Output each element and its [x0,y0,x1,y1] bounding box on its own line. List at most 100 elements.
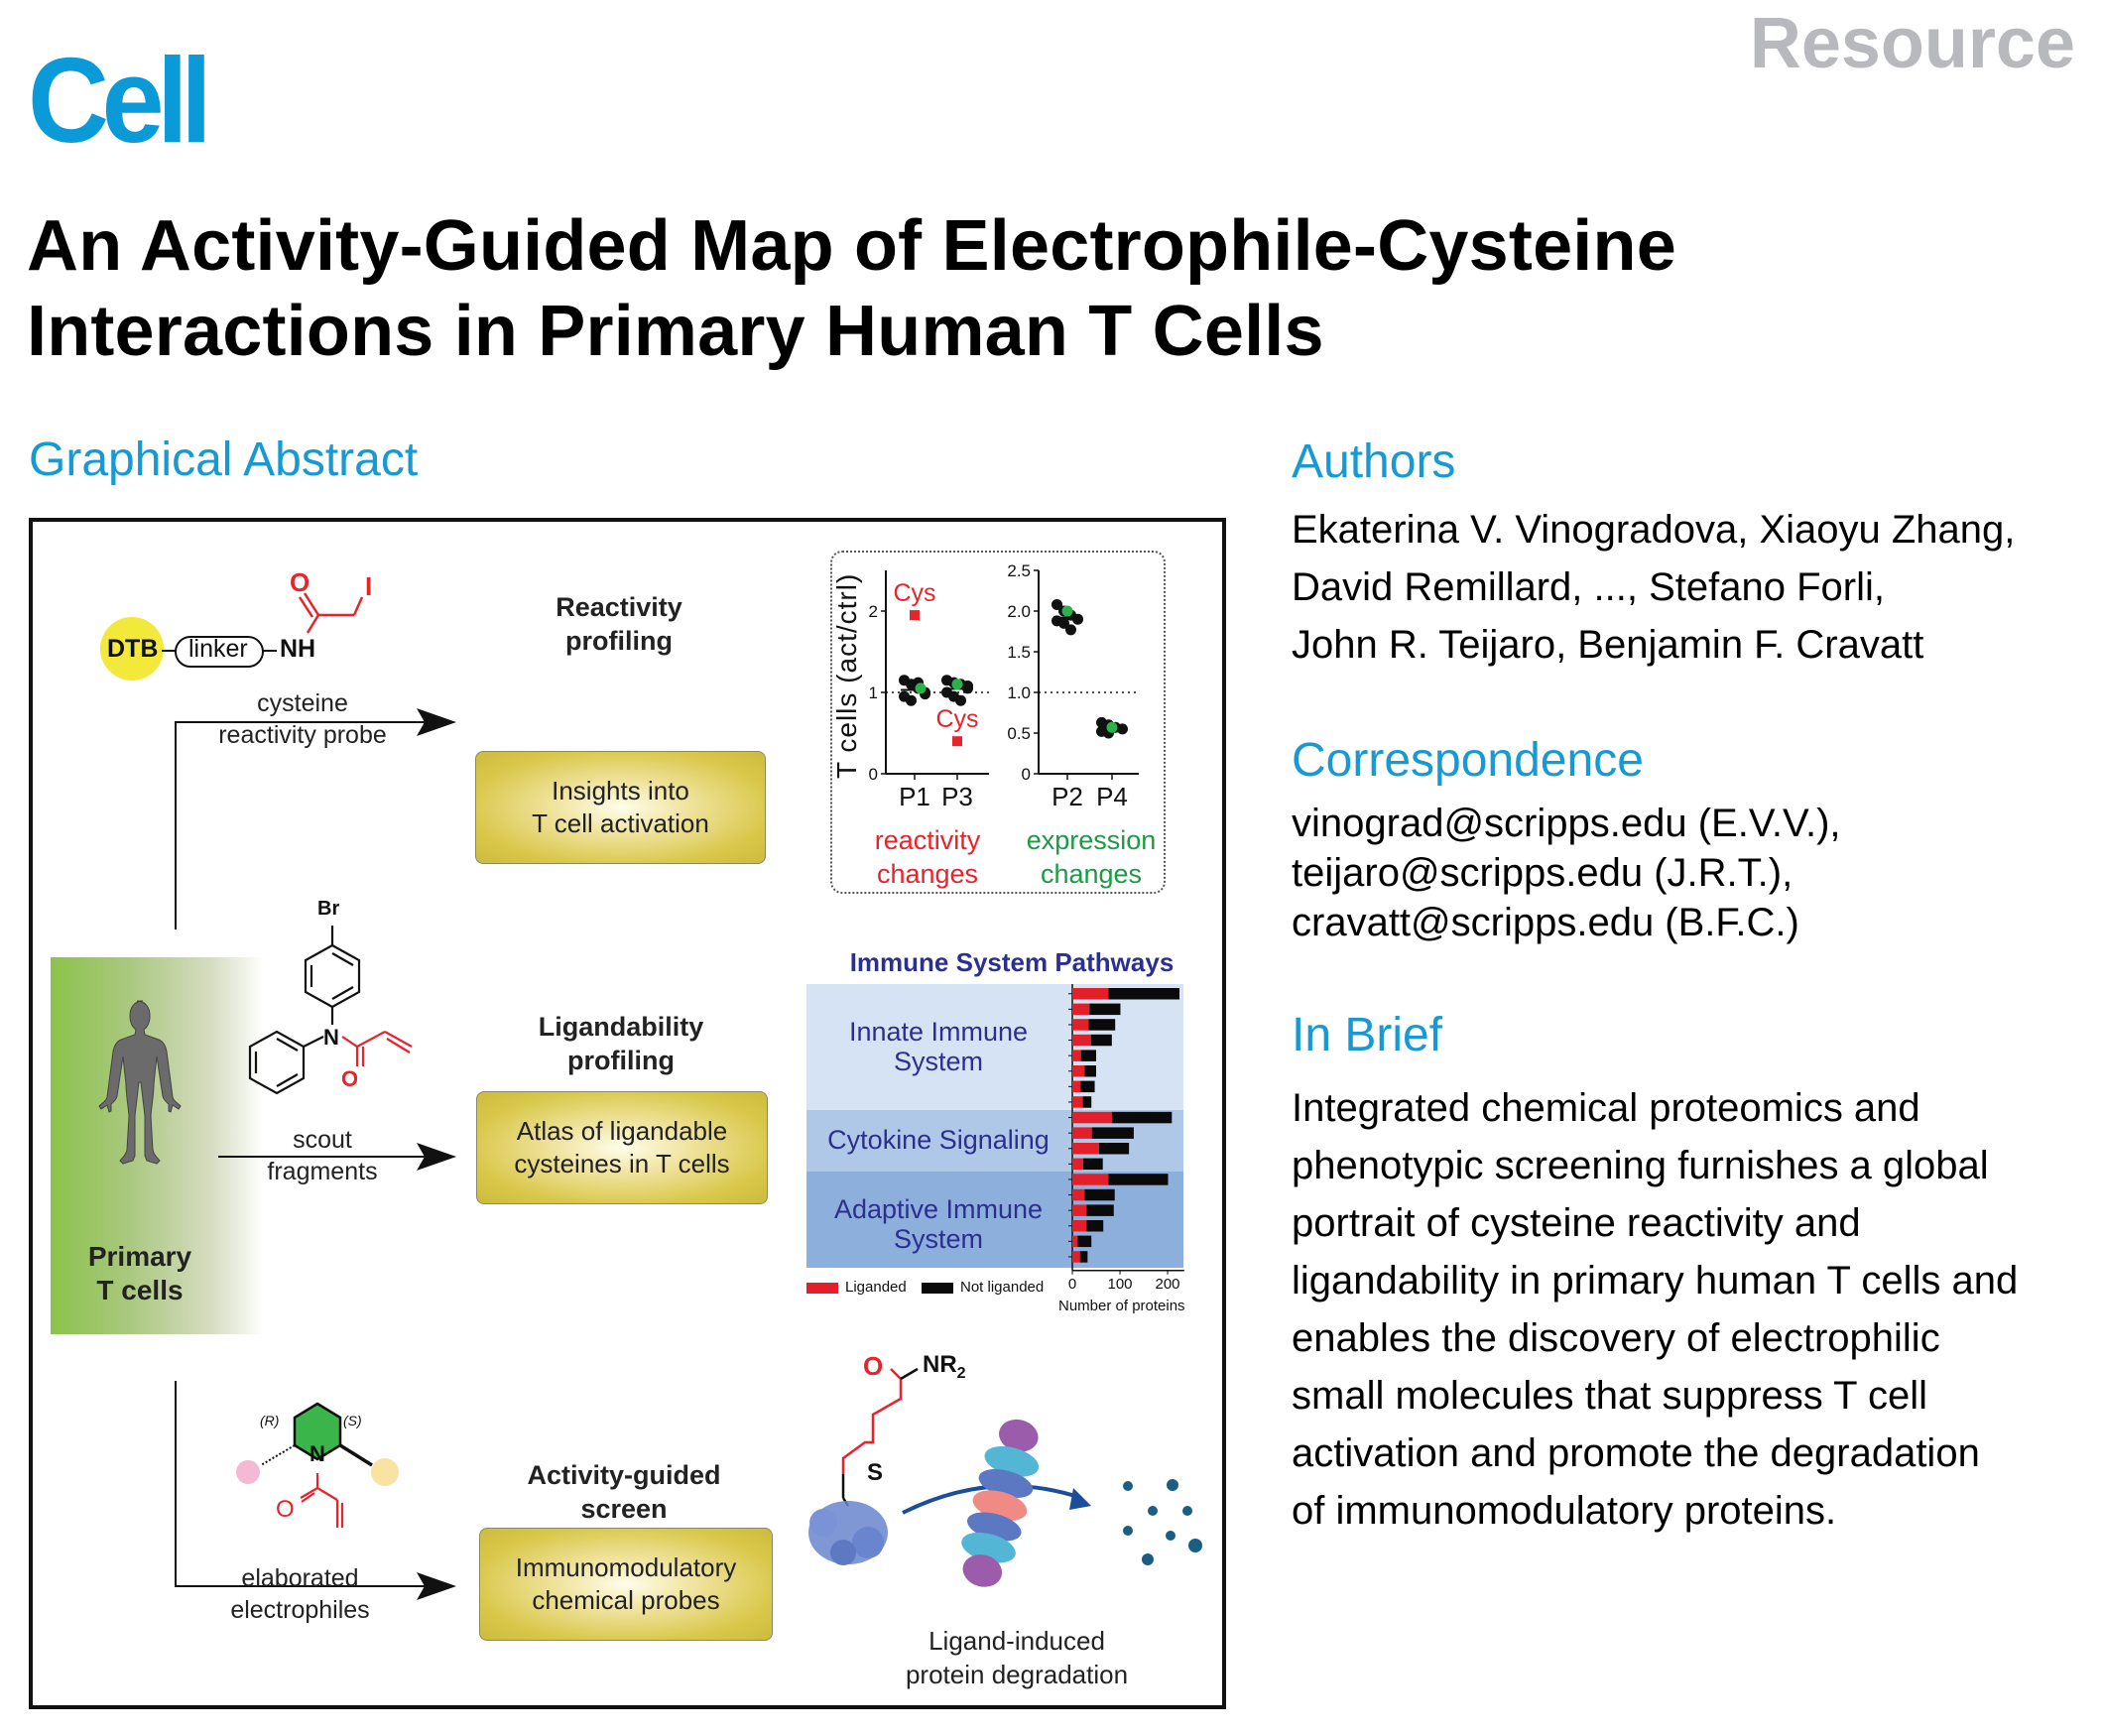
primary-label-line1: Primary [87,1241,192,1272]
outcome-box-row2: Atlas of ligandable cysteines in T cells [476,1091,768,1204]
bar-liganded [1072,1158,1084,1171]
nr-subscript: 2 [956,1364,966,1382]
legend-swatch-not-liganded [922,1283,953,1294]
outcome-row3-line1: Immunomodulatory [515,1552,737,1582]
expression-label-line2: changes [1040,859,1143,889]
authors-heading: Authors [1292,435,1456,488]
bar-not-liganded [1084,1065,1096,1077]
bar-not-liganded [1079,1251,1088,1263]
bar-not-liganded [1082,1096,1092,1108]
dtb-label: DTB [107,635,159,663]
bar-liganded [1072,1003,1090,1016]
x-tick-label: P3 [941,782,973,811]
iodo-label: I [365,571,373,601]
connector-line-row1 [175,721,433,723]
bar-not-liganded [1090,1034,1112,1047]
nh-label: NH [280,635,316,663]
highlight-point [1106,721,1118,733]
stage-row1-line2: profiling [565,626,673,656]
arrow-label-row2-line1: scout [293,1126,352,1154]
authors-line: Ekaterina V. Vinogradova, Xiaoyu Zhang, [1292,508,2016,552]
article-type-label: Resource [1749,4,2075,83]
arrow-label-row2-line2: fragments [267,1158,378,1185]
bar-not-liganded [1084,1188,1115,1201]
bar-liganded [1072,1220,1087,1232]
group-label-innate: Innate Immune System [808,1017,1068,1076]
scatter-panel-frame [830,551,1166,894]
outcome-row2-line1: Atlas of ligandable [516,1116,728,1146]
correspondence-heading: Correspondence [1292,734,1644,787]
bar-x-axis-label: Number of proteins [1058,1298,1185,1314]
dtb-circle [100,617,164,681]
arrow-label-row1-line1: cysteine [257,689,348,717]
bar-x-tick-label: 100 [1107,1276,1132,1290]
in-brief-line: Integrated chemical proteomics and [1292,1086,1920,1130]
outcome-row1-line2: T cell activation [532,808,709,838]
degradation-caption-line1: Ligand-induced [928,1626,1105,1656]
correspondence-list: vinograd@scripps.edu (E.V.V.), teijaro@s… [1292,799,2085,947]
bromo-label: Br [317,898,340,920]
y-tick-label: 0.5 [1007,724,1031,743]
adduct-nr2-label: NR2 [923,1351,966,1383]
degradation-caption: Ligand-induced protein degradation [873,1624,1161,1691]
innate-line2: System [893,1047,984,1076]
x-tick-label: P2 [1052,782,1083,811]
expression-label-line1: expression [1026,825,1157,855]
cys-label: Cys [935,705,978,733]
bar-liganded [1072,1143,1099,1155]
authors-line: David Remillard, ..., Stefano Forli, [1292,565,1885,609]
bar-liganded [1072,1034,1091,1047]
group-label-adaptive: Adaptive Immune System [808,1194,1068,1254]
in-brief-line: portrait of cysteine reactivity and [1292,1201,1861,1245]
stage-title-row3: Activity-guided screen [478,1458,770,1526]
graphical-abstract-figure [29,518,1226,1709]
connector-line-row3 [175,1585,433,1587]
bar-not-liganded [1080,1080,1095,1093]
adaptive-line2: System [893,1224,984,1254]
email-link[interactable]: cravatt@scripps.edu (B.F.C.) [1292,901,1799,944]
bar-liganded [1072,1065,1085,1077]
y-tick-label: 2.5 [1007,561,1031,580]
expression-changes-label: expression changes [1022,823,1161,891]
highlight-point [915,682,927,694]
peptide-fragments-icon [1123,1479,1202,1565]
bar-liganded [1072,1188,1085,1201]
legend-swatch-liganded [806,1283,838,1294]
dtb-probe-structure [100,592,364,681]
bar-liganded [1072,1096,1083,1108]
arrow-label-row3: elaborated electrophiles [184,1562,417,1626]
data-point [1117,723,1128,735]
stage-title-row2: Ligandability profiling [476,1010,766,1077]
email-link[interactable]: teijaro@scripps.edu (J.R.T.), [1292,851,1794,895]
bar-not-liganded [1088,1019,1116,1031]
outcome-row1-line1: Insights into [552,776,689,806]
highlight-point [1061,605,1073,617]
bar-not-liganded [1098,1143,1130,1155]
stage-row2-line2: profiling [567,1046,675,1075]
arrow-label-row1: cysteine reactivity probe [169,687,436,751]
in-brief-line: of immunomodulatory proteins. [1292,1489,1837,1533]
bar-not-liganded [1077,1235,1092,1248]
adduct-chain [841,1368,903,1474]
bar-liganded [1072,1204,1087,1216]
innate-line1: Innate Immune [848,1017,1029,1047]
primary-t-cells-label: Primary T cells [56,1240,224,1307]
arrow-label-row2: scout fragments [218,1124,427,1187]
in-brief-line: activation and promote the degradation [1292,1431,1980,1475]
bar-not-liganded [1108,1174,1169,1185]
data-point [906,694,917,706]
scout-n-label: N [323,1025,339,1050]
r-stereo-label: (R) [260,1413,280,1428]
cytokine-line1: Cytokine Signaling [827,1125,1050,1155]
elaborated-o-label: O [276,1496,295,1523]
journal-logo[interactable]: Cell [28,33,212,168]
email-link[interactable]: vinograd@scripps.edu (E.V.V.), [1292,802,1841,845]
bar-x-tick-label: 200 [1155,1276,1179,1290]
y-tick-label: 2.0 [1007,602,1031,621]
in-brief-text: Integrated chemical proteomics and pheno… [1292,1079,2095,1540]
nr-text: NR [923,1351,957,1378]
connector-line-top [175,721,177,930]
s-stereo-label: (S) [343,1413,362,1428]
in-brief-line: small molecules that suppress T cell [1292,1374,1928,1418]
data-point [1052,598,1062,610]
